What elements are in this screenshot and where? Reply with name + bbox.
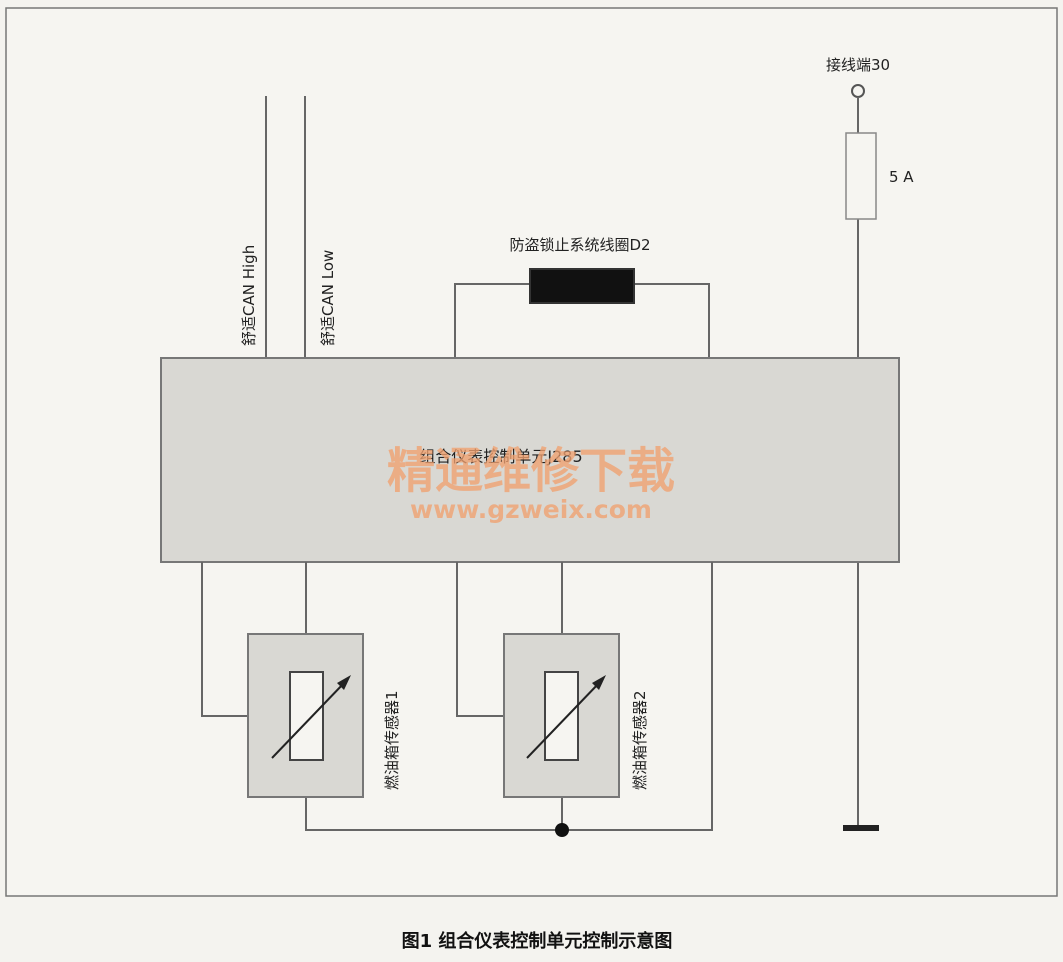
coil-label: 防盗锁止系统线圈D2: [509, 236, 650, 254]
fuse-5a: [845, 132, 877, 220]
watermark-url: www.gzweix.com: [410, 495, 652, 524]
fuel-sensor-2: [503, 633, 620, 798]
can-high-label: 舒适CAN High: [240, 245, 258, 346]
coil-wire: [454, 283, 710, 358]
junction-dot: [555, 823, 569, 837]
fuse-label: 5 A: [889, 168, 914, 186]
sensor2-label: 燃油箱传感器2: [631, 690, 649, 790]
watermark-title: 精通维修下载: [387, 443, 675, 499]
can-low-label: 舒适CAN Low: [319, 250, 337, 346]
control-unit-label: 组合仪表控制单元J285: [419, 447, 582, 466]
figure-caption: 图1 组合仪表控制单元控制示意图: [402, 930, 673, 952]
terminal-30-label: 接线端30: [826, 56, 890, 74]
coil-d2: [529, 268, 635, 304]
ground-symbol: [843, 825, 879, 831]
return-wire: [562, 562, 713, 831]
terminal-30: [851, 84, 865, 98]
fuel-sensor-1: [247, 633, 364, 798]
control-unit-j285: [160, 357, 900, 563]
sensor1-label: 燃油箱传感器1: [383, 690, 401, 790]
